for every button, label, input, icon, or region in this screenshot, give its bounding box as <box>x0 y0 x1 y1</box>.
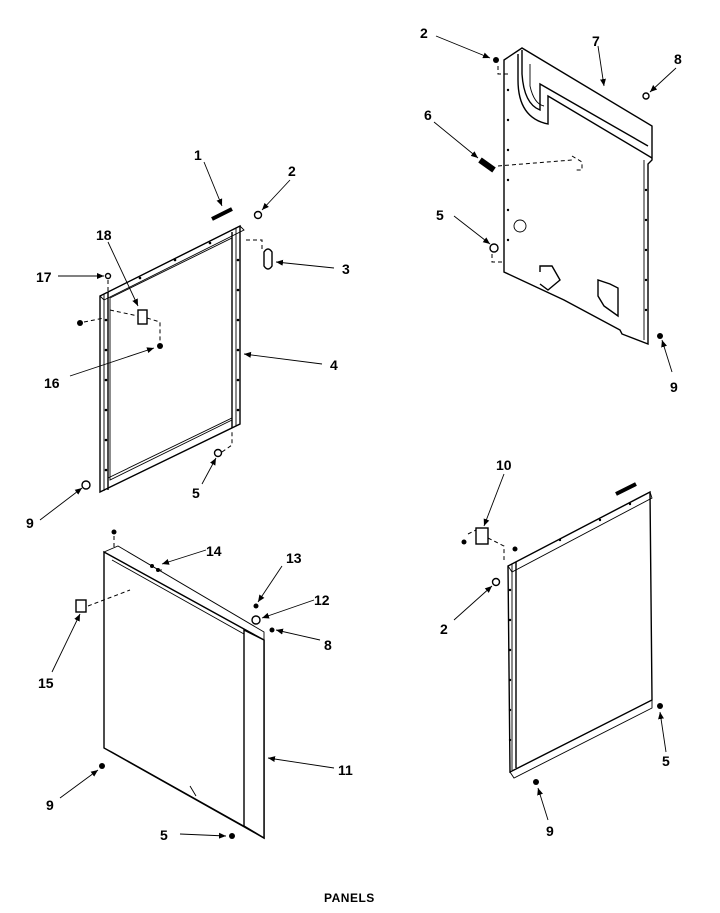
callout-13: 13 <box>286 550 302 566</box>
callout-7: 7 <box>592 33 600 49</box>
callout-9: 9 <box>26 515 34 531</box>
side-panel <box>507 490 653 774</box>
callout-2: 2 <box>420 25 428 41</box>
callout-5: 5 <box>436 207 444 223</box>
callout-8: 8 <box>674 51 682 67</box>
callout-numbers: 1 2 3 4 5 9 16 17 18 2 5 6 7 8 9 5 8 9 1… <box>26 25 682 843</box>
callout-15: 15 <box>38 675 54 691</box>
clip-part-3 <box>263 248 273 270</box>
callout-1: 1 <box>194 147 202 163</box>
callout-6: 6 <box>424 107 432 123</box>
leader-lines <box>39 35 677 839</box>
callout-9: 9 <box>546 823 554 839</box>
callout-9: 9 <box>670 379 678 395</box>
callout-14: 14 <box>206 543 222 559</box>
callout-8: 8 <box>324 637 332 653</box>
callout-12: 12 <box>314 592 330 608</box>
callout-18: 18 <box>96 227 112 243</box>
screw-part-2 <box>253 210 263 220</box>
diagram-caption: PANELS <box>324 891 375 905</box>
washer-part-12 <box>251 615 261 625</box>
callout-11: 11 <box>338 762 353 778</box>
rear-panel <box>503 47 653 346</box>
side-panel-assembly <box>461 482 663 785</box>
door-panel-assembly <box>75 529 275 840</box>
latch-part-15 <box>75 599 87 613</box>
callout-5: 5 <box>192 485 200 501</box>
callout-9: 9 <box>46 797 54 813</box>
callout-10: 10 <box>496 457 512 473</box>
front-frame-assembly <box>77 207 273 494</box>
callout-16: 16 <box>44 375 60 391</box>
spring-part-1 <box>211 207 233 221</box>
callout-2: 2 <box>440 621 448 637</box>
callout-5: 5 <box>662 753 670 769</box>
bracket-part-10 <box>475 527 489 545</box>
screw-part-17 <box>104 272 112 280</box>
callout-17: 17 <box>36 269 52 285</box>
bracket-part-18 <box>137 309 148 325</box>
spring-part-6 <box>478 157 496 173</box>
callout-5: 5 <box>160 827 168 843</box>
screw-part-16 <box>157 343 163 349</box>
rear-panel-assembly <box>478 47 663 346</box>
callout-2: 2 <box>288 163 296 179</box>
callout-4: 4 <box>330 357 338 373</box>
door-panel <box>103 550 265 840</box>
callout-3: 3 <box>342 261 350 277</box>
